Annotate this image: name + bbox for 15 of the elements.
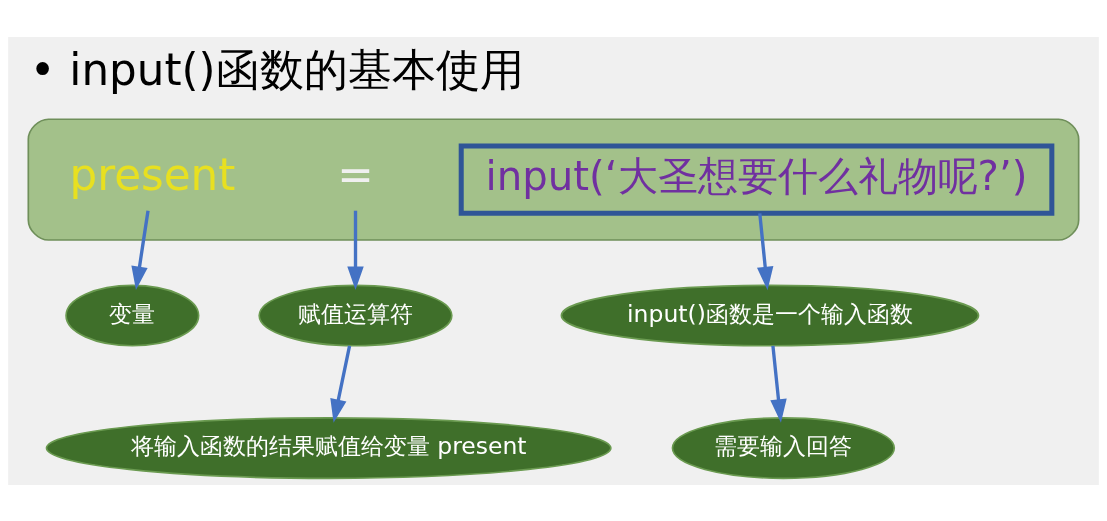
arrow: [347, 210, 364, 290]
node-box: input(‘大圣想要什么礼物呢?’): [458, 143, 1055, 216]
arrow: [757, 212, 774, 290]
cluster: [27, 117, 1080, 241]
arrow: [770, 345, 787, 423]
node-ellipse: 将输入函数的结果赋值给变量 present: [45, 416, 612, 479]
node-ellipse: 变量: [65, 284, 200, 347]
node-text: =: [337, 149, 374, 200]
node-text: present: [69, 149, 236, 200]
arrow: [330, 345, 352, 423]
arrow: [131, 209, 150, 290]
node-ellipse: 赋值运算符: [258, 284, 453, 347]
node-ellipse: input()函数是一个输入函数: [560, 284, 980, 347]
node-ellipse: 需要输入回答: [671, 416, 896, 479]
diagram-title: • input()函数的基本使用: [29, 44, 524, 95]
